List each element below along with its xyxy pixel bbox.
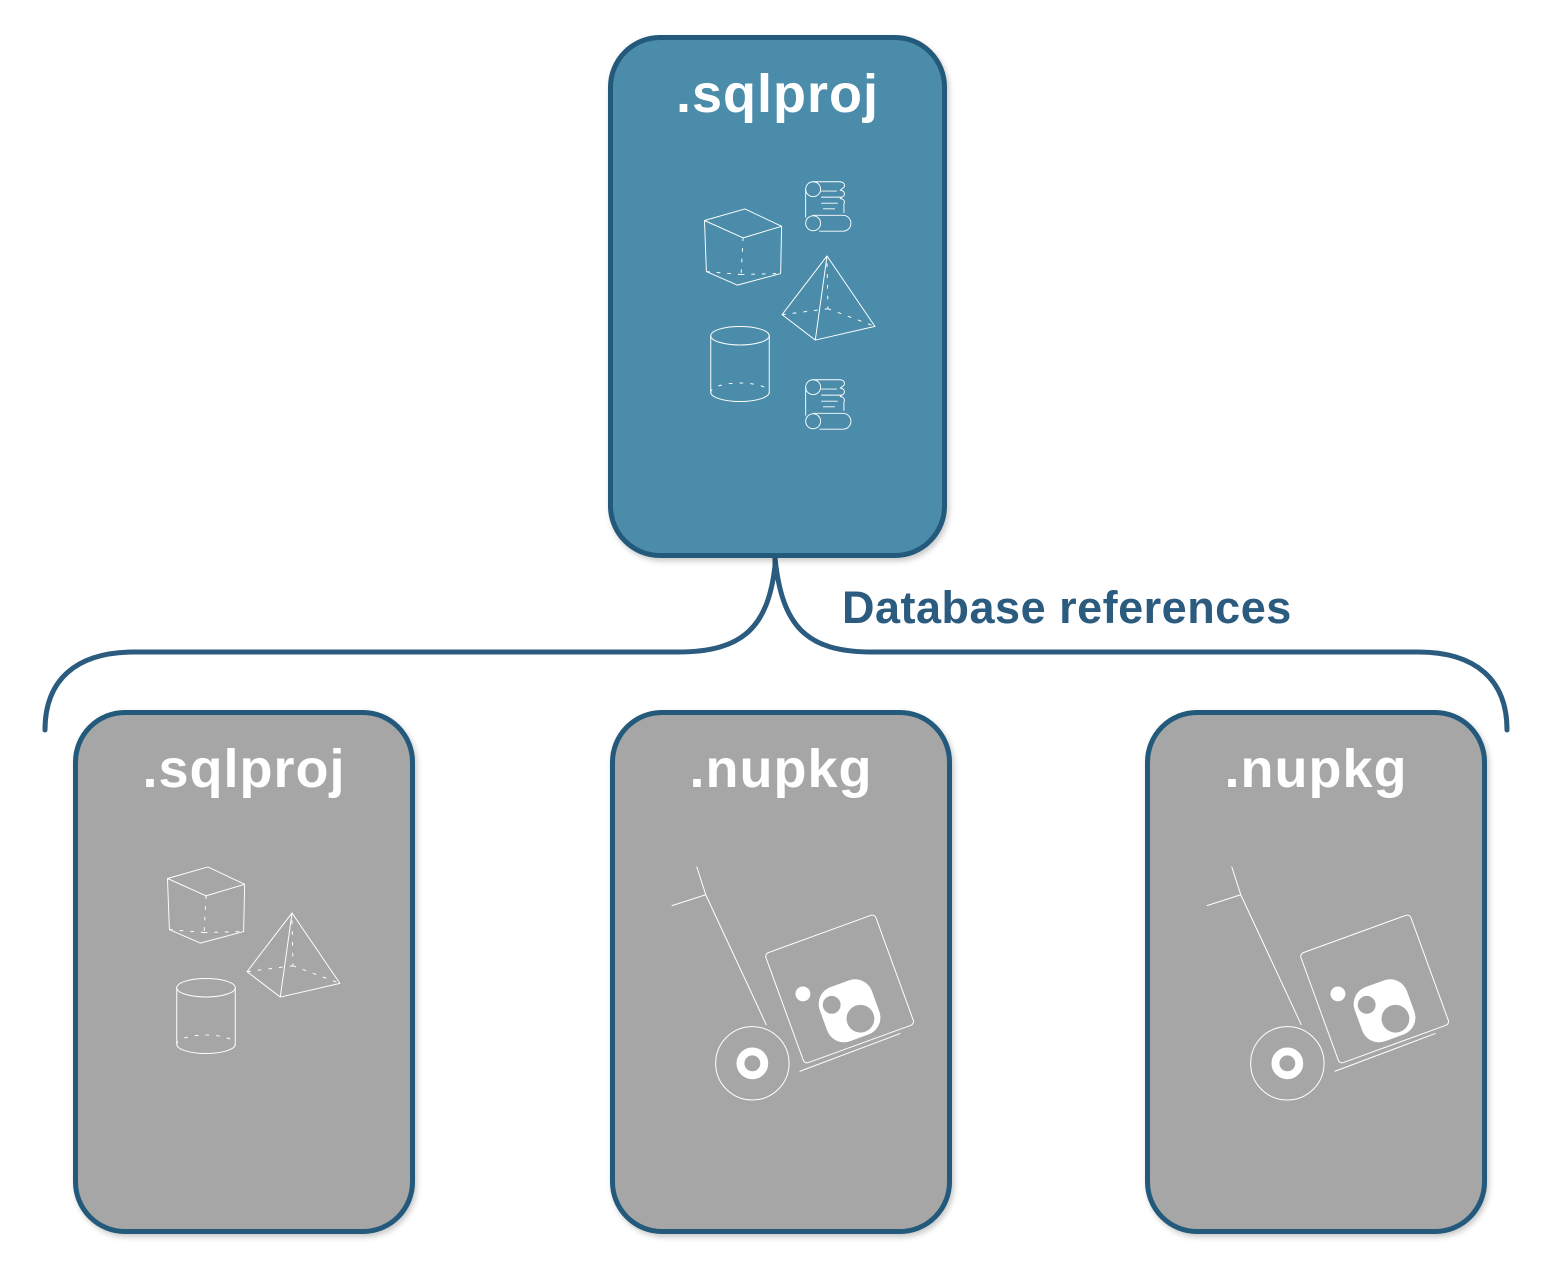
pyramid-icon (243, 912, 343, 1000)
child-box-label: .sqlproj (142, 739, 346, 799)
child-box-sqlproj: .sqlproj (73, 710, 415, 1234)
handtruck-package-icon (1205, 865, 1453, 1103)
child-box-nupkg-1: .nupkg (610, 710, 952, 1234)
cylinder-icon (707, 325, 773, 403)
root-box-label: .sqlproj (675, 64, 879, 124)
pyramid-icon (778, 255, 878, 343)
cube-icon (166, 865, 248, 946)
handtruck-package-icon (670, 865, 918, 1103)
child-box-label: .nupkg (689, 739, 873, 799)
edge-label: Database references (842, 582, 1292, 633)
cube-icon (703, 207, 785, 288)
scroll-icon (801, 178, 857, 234)
cylinder-icon (173, 977, 239, 1055)
scroll-icon (801, 376, 857, 432)
child-box-nupkg-2: .nupkg (1145, 710, 1487, 1234)
child-box-label: .nupkg (1224, 739, 1408, 799)
root-box-sqlproj: .sqlproj (608, 35, 947, 558)
